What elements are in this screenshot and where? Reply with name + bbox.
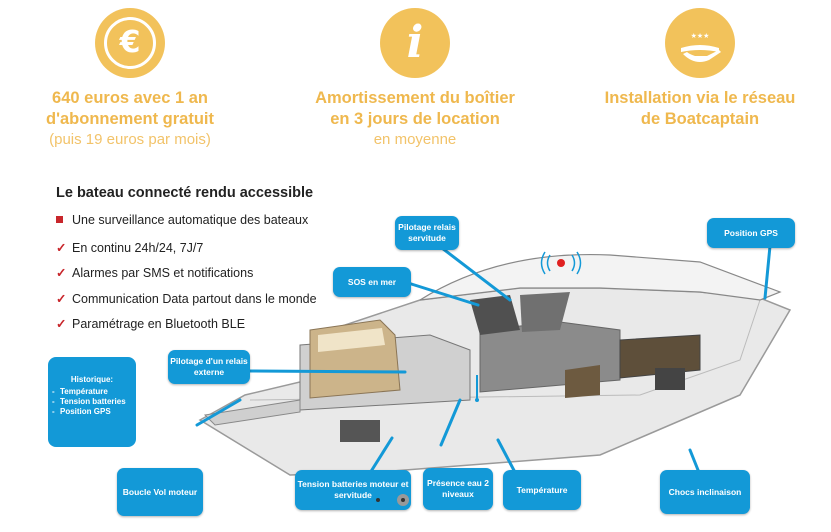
bullet-text: Une surveillance automatique des bateaux (72, 213, 309, 227)
callout-chocs: Chocs inclinaison (660, 470, 750, 514)
carousel-dot[interactable] (376, 498, 380, 502)
hand-circle: ★★★ (665, 8, 735, 78)
feature-sub: (puis 19 euros par mois) (49, 131, 211, 148)
check-icon: ✓ (56, 241, 67, 255)
historique-box: Historique: Température Tension batterie… (48, 357, 136, 447)
check-icon: ✓ (56, 266, 67, 280)
euro-circle: € (95, 8, 165, 78)
svg-text:★★★: ★★★ (691, 32, 710, 40)
callout-pilotage-externe: Pilotage d'un relais externe (168, 350, 250, 384)
historique-item: Tension batteries (52, 397, 136, 407)
bullet-item: ✓ Communication Data partout dans le mond… (56, 291, 317, 306)
callout-tension: Tension batteries moteur et servitude (295, 470, 411, 510)
bullet-item: ✓ En continu 24h/24, 7J/7 (56, 240, 203, 255)
carousel-dots[interactable] (368, 493, 428, 507)
hand-stars-icon: ★★★ (681, 32, 721, 62)
bullet-item: Une surveillance automatique des bateaux (56, 213, 308, 227)
feature-sub: en moyenne (373, 131, 457, 148)
callout-pilotage-servitude: Pilotage relais servitude (395, 216, 459, 250)
feature-line1: 640 euros avec 1 an (52, 89, 208, 107)
historique-item: Position GPS (52, 407, 136, 417)
check-icon: ✓ (56, 317, 67, 331)
historique-title: Historique: (70, 375, 114, 384)
bullet-text: En continu 24h/24, 7J/7 (72, 241, 204, 255)
callout-position-gps: Position GPS (707, 218, 795, 248)
euro-icon: € (104, 17, 156, 69)
bullet-text: Communication Data partout dans le monde (72, 292, 317, 306)
square-bullet-icon (56, 216, 63, 223)
bullet-text: Paramétrage en Bluetooth BLE (72, 317, 246, 331)
feature-line1: Installation via le réseau (604, 89, 796, 107)
callout-presence-eau: Présence eau 2 niveaux (423, 468, 493, 510)
bullet-item: ✓ Paramétrage en Bluetooth BLE (56, 316, 245, 331)
feature-subscription: € 640 euros avec 1 an d'abonnement gratu… (10, 0, 250, 150)
info-icon: i (406, 17, 424, 68)
info-circle: i (380, 8, 450, 78)
feature-line2: en 3 jours de location (330, 110, 500, 128)
feature-amortization: i Amortissement du boîtier en 3 jours de… (285, 0, 545, 150)
bullet-item: ✓ Alarmes par SMS et notifications (56, 265, 253, 280)
callout-sos: SOS en mer (333, 267, 411, 297)
historique-item: Température (52, 387, 136, 397)
feature-line1: Amortissement du boîtier (315, 89, 515, 107)
callout-temperature: Température (503, 470, 581, 510)
callout-boucle-vol: Boucle Vol moteur (117, 468, 203, 516)
feature-installation: ★★★ Installation via le réseau de Boatca… (575, 0, 825, 130)
panel-title: Le bateau connecté rendu accessible (56, 185, 314, 201)
check-icon: ✓ (56, 292, 67, 306)
feature-line2: de Boatcaptain (640, 110, 760, 128)
bullet-text: Alarmes par SMS et notifications (72, 266, 254, 280)
feature-line2: d'abonnement gratuit (45, 110, 214, 128)
